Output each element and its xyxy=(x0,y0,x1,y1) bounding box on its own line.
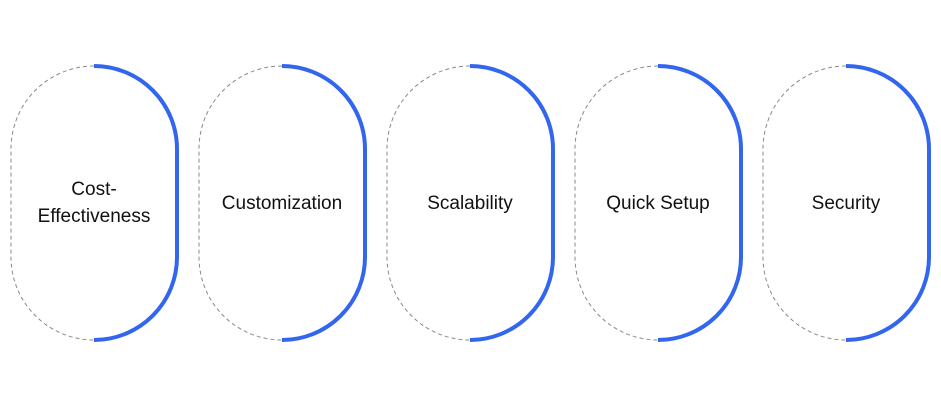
feature-label: Security xyxy=(811,192,881,214)
feature-label: Cost- Effectiveness xyxy=(37,179,151,227)
pill-outline xyxy=(10,64,179,342)
feature-pill-scalability: Scalability xyxy=(386,64,555,342)
feature-pill-quick-setup: Quick Setup xyxy=(574,64,743,342)
pill-outline xyxy=(198,64,367,342)
feature-pill-cost-effectiveness: Cost- Effectiveness xyxy=(10,64,179,342)
feature-pill-security: Security xyxy=(762,64,931,342)
feature-label: Quick Setup xyxy=(606,192,710,214)
feature-label: Customization xyxy=(221,192,343,214)
feature-pill-customization: Customization xyxy=(198,64,367,342)
pill-outline xyxy=(386,64,555,342)
pill-outline xyxy=(762,64,931,342)
feature-label: Scalability xyxy=(427,192,513,214)
pill-outline xyxy=(574,64,743,342)
